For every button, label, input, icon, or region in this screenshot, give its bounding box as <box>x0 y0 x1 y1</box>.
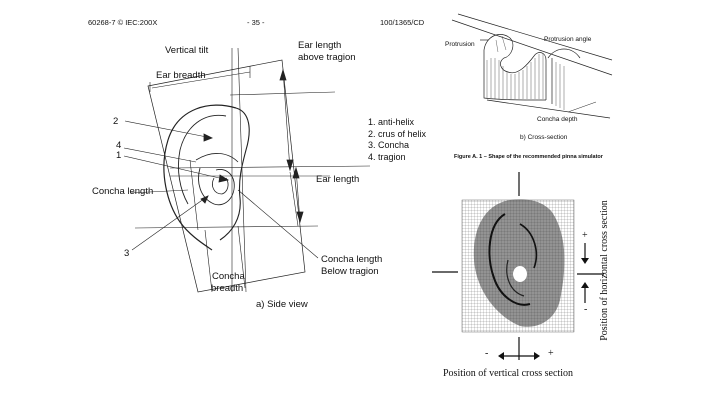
plus-vertical: + <box>548 348 554 359</box>
callout-1: 1 <box>116 150 122 161</box>
callout-2: 2 <box>113 116 119 127</box>
label-vertical-tilt: Vertical tilt <box>165 45 209 56</box>
minus-vertical: - <box>485 348 489 359</box>
label-concha-breadth-2: breadth <box>211 283 244 294</box>
label-vertical-cross-section: Position of vertical cross section <box>443 368 573 379</box>
legend-item: 3. Concha <box>368 140 410 150</box>
doc-id: 60268-7 © IEC:200X <box>88 18 158 27</box>
label-concha-length-below-2: Below tragion <box>321 266 379 277</box>
callout-4: 4 <box>116 140 122 151</box>
caption-cross-section: b) Cross-section <box>520 134 568 141</box>
label-ear-breadth: Ear breadth <box>156 70 206 81</box>
legend-item: 1. anti-helix <box>368 117 415 127</box>
legend-list: 1. anti-helix 2. crus of helix 3. Concha… <box>368 117 426 163</box>
page-number: - 35 - <box>247 18 265 27</box>
label-protrusion-angle: Protrusion angle <box>544 36 592 43</box>
label-ear-length-above-1: Ear length <box>298 40 342 51</box>
label-concha-depth: Concha depth <box>537 116 578 123</box>
legend-item: 4. tragion <box>368 151 406 162</box>
plus-horizontal: + <box>582 230 588 241</box>
doc-reference: 100/1365/CD <box>380 18 425 27</box>
minus-horizontal: - <box>584 304 588 315</box>
label-horizontal-cross-section: Position of horizontal cross section <box>598 200 610 341</box>
label-concha-length-below-1: Concha length <box>321 254 383 265</box>
callout-3: 3 <box>124 248 130 259</box>
figure-title: Figure A. 1 – Shape of the recommended p… <box>454 154 603 160</box>
label-protrusion: Protrusion <box>445 41 475 48</box>
label-concha-breadth-1: Concha <box>212 271 245 282</box>
label-concha-length: Concha length <box>92 186 154 197</box>
label-ear-length: Ear length <box>316 174 360 185</box>
legend-item: 2. crus of helix <box>368 128 427 139</box>
label-ear-length-above-2: above tragion <box>298 52 356 63</box>
caption-side-view: a) Side view <box>256 299 308 310</box>
